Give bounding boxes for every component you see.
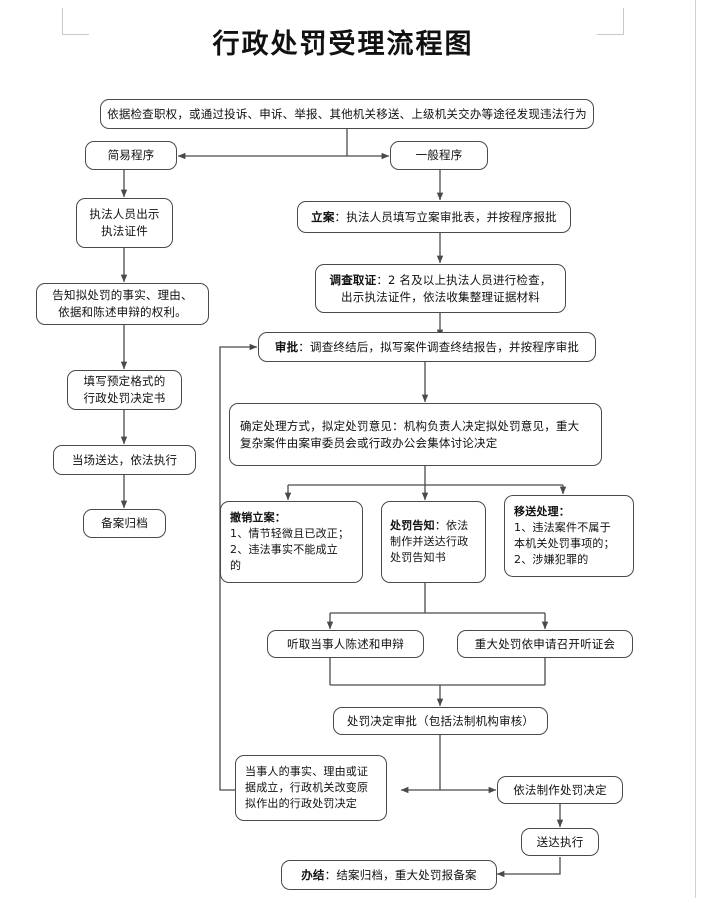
node-decide-opinion[interactable]: 确定处理方式，拟定处罚意见：机构负责人决定拟处罚意见，重大 复杂案件由案审委员会… [229, 403, 602, 466]
node-approval-text: 审批：调查终结后，拟写案件调查终结报告，并按程序审批 [259, 339, 595, 356]
node-penalty-notice-label: 处罚告知 [390, 519, 435, 532]
node-investigate-body: ：2 名及以上执法人员进行检查， 出示执法证件，依法收集整理证据材料 [341, 272, 552, 304]
node-filing-label: 立案 [311, 209, 335, 224]
page-title: 行政处罚受理流程图 [212, 29, 474, 60]
node-investigate[interactable]: 调查取证：2 名及以上执法人员进行检查， 出示执法证件，依法收集整理证据材料 [315, 264, 566, 313]
node-penalty-notice-text: 处罚告知：依法 制作并送达行政 处罚告知书 [382, 518, 485, 566]
node-revoke-case-body: 1、情节轻微且已改正； 2、违法事实不能成立 的 [230, 527, 350, 572]
node-conclude-text: 办结：结案归档，重大处罚报备案 [282, 867, 496, 884]
node-penalty-notice[interactable]: 处罚告知：依法 制作并送达行政 处罚告知书 [381, 501, 486, 583]
node-approval-label: 审批 [274, 339, 299, 354]
node-hear-statement-text: 听取当事人陈述和申辩 [287, 636, 404, 651]
node-hearing-meeting[interactable]: 重大处罚依申请召开听证会 [457, 630, 633, 658]
node-transfer-handling[interactable]: 移送处理： 1、违法案件不属于 本机关处罚事项的； 2、涉嫌犯罪的 [504, 495, 634, 577]
node-penalty-notice-body: ：依法 制作并送达行政 处罚告知书 [390, 519, 469, 564]
node-source-text: 依据检查职权，或通过投诉、申诉、举报、其他机关移送、上级机关交办等途径发现违法行… [107, 106, 587, 121]
node-party-evidence-text: 当事人的事实、理由或证 据成立，行政机关改变原 拟作出的行政处罚决定 [245, 765, 369, 810]
node-general-procedure[interactable]: 一般程序 [390, 141, 488, 170]
node-conclude[interactable]: 办结：结案归档，重大处罚报备案 [281, 860, 497, 890]
node-deliver-exec[interactable]: 送达执行 [521, 828, 599, 856]
node-general-procedure-text: 一般程序 [415, 148, 463, 162]
node-approval[interactable]: 审批：调查终结后，拟写案件调查终结报告，并按程序审批 [258, 332, 596, 362]
node-make-decision[interactable]: 依法制作处罚决定 [497, 776, 623, 804]
node-archive[interactable]: 备案归档 [83, 509, 166, 538]
node-transfer-handling-text: 移送处理： 1、违法案件不属于 本机关处罚事项的； 2、涉嫌犯罪的 [505, 504, 633, 568]
node-inform-rights[interactable]: 告知拟处罚的事实、理由、 依据和陈述申辩的权利。 [36, 283, 209, 325]
node-archive-text: 备案归档 [101, 516, 148, 530]
node-revoke-case[interactable]: 撤销立案： 1、情节轻微且已改正； 2、违法事实不能成立 的 [220, 501, 363, 583]
node-decision-review-text: 处罚决定审批（包括法制机构审核） [346, 713, 535, 728]
node-investigate-text: 调查取证：2 名及以上执法人员进行检查， 出示执法证件，依法收集整理证据材料 [316, 272, 565, 306]
node-transfer-handling-label: 移送处理： [514, 505, 570, 518]
node-source[interactable]: 依据检查职权，或通过投诉、申诉、举报、其他机关移送、上级机关交办等途径发现违法行… [100, 99, 594, 129]
node-serve-onsite[interactable]: 当场送达，依法执行 [53, 445, 196, 475]
node-show-credentials[interactable]: 执法人员出示 执法证件 [76, 198, 173, 248]
node-filing-text: 立案：执法人员填写立案审批表，并按程序报批 [298, 209, 570, 226]
node-show-credentials-text: 执法人员出示 执法证件 [89, 207, 160, 238]
node-investigate-label: 调查取证 [329, 272, 377, 287]
node-decide-opinion-text: 确定处理方式，拟定处罚意见：机构负责人决定拟处罚意见，重大 复杂案件由案审委员会… [240, 418, 580, 450]
node-decision-review[interactable]: 处罚决定审批（包括法制机构审核） [333, 707, 548, 735]
node-conclude-body: ：结案归档，重大处罚报备案 [324, 867, 477, 882]
node-simple-procedure[interactable]: 简易程序 [85, 141, 177, 170]
node-deliver-exec-text: 送达执行 [536, 834, 584, 849]
node-revoke-case-label: 撤销立案： [230, 511, 286, 524]
node-serve-onsite-text: 当场送达，依法执行 [71, 452, 178, 467]
node-inform-rights-text: 告知拟处罚的事实、理由、 依据和陈述申辩的权利。 [52, 288, 193, 319]
node-approval-body: ：调查终结后，拟写案件调查终结报告，并按程序审批 [298, 339, 580, 354]
node-conclude-label: 办结 [301, 867, 325, 882]
node-make-decision-text: 依法制作处罚决定 [513, 782, 607, 797]
node-fill-decision[interactable]: 填写预定格式的 行政处罚决定书 [67, 370, 182, 410]
node-fill-decision-text: 填写预定格式的 行政处罚决定书 [83, 374, 166, 405]
node-revoke-case-text: 撤销立案： 1、情节轻微且已改正； 2、违法事实不能成立 的 [221, 510, 362, 574]
node-hearing-meeting-text: 重大处罚依申请召开听证会 [474, 636, 616, 651]
node-hear-statement[interactable]: 听取当事人陈述和申辩 [267, 630, 424, 658]
node-simple-procedure-text: 简易程序 [107, 148, 155, 162]
node-filing-body: ：执法人员填写立案审批表，并按程序报批 [334, 209, 557, 224]
node-filing[interactable]: 立案：执法人员填写立案审批表，并按程序报批 [297, 201, 571, 233]
node-party-evidence[interactable]: 当事人的事实、理由或证 据成立，行政机关改变原 拟作出的行政处罚决定 [235, 755, 387, 821]
node-transfer-handling-body: 1、违法案件不属于 本机关处罚事项的； 2、涉嫌犯罪的 [514, 521, 615, 566]
